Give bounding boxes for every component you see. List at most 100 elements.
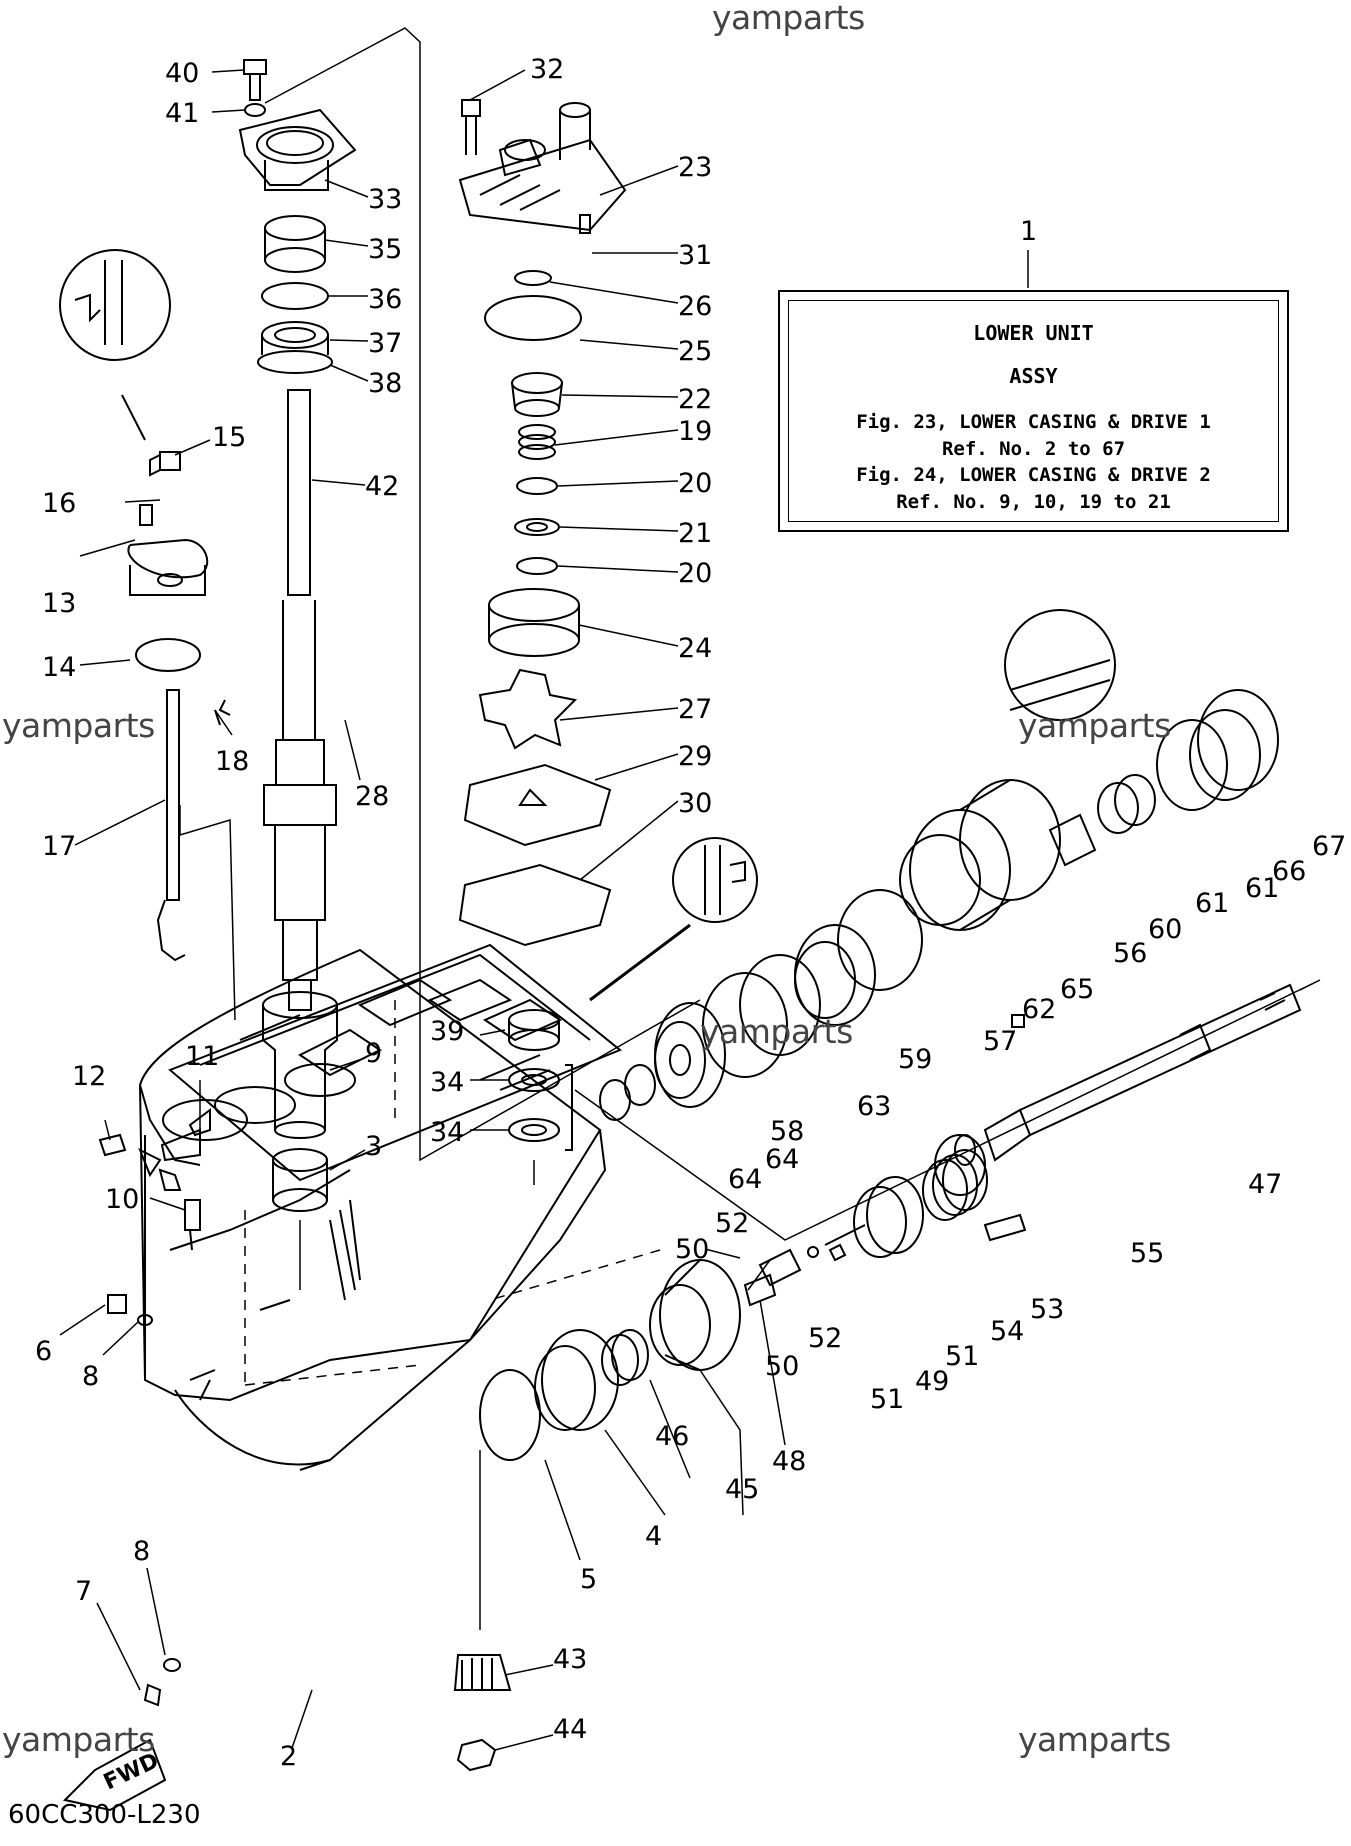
part-label: 67 <box>1312 831 1346 862</box>
part-5-shim <box>479 1369 541 1461</box>
part-label: 22 <box>678 384 712 415</box>
part-47-propeller-shaft <box>983 983 1302 1162</box>
part-label: 63 <box>857 1091 891 1122</box>
part-label: 36 <box>368 284 402 315</box>
legend-line: Ref. No. 2 to 67 <box>941 438 1126 460</box>
part-label: 31 <box>678 240 712 271</box>
part-label: 20 <box>678 558 712 589</box>
part-44-nut <box>456 1738 497 1772</box>
part-label: 6 <box>35 1336 52 1367</box>
drive-shaft-part <box>263 389 337 1011</box>
part-label: 35 <box>368 234 402 265</box>
part-62-oring <box>837 889 923 991</box>
part-label: 27 <box>678 694 712 725</box>
part-label: 47 <box>1248 1169 1282 1200</box>
part-36-washer <box>261 282 329 310</box>
part-label: 16 <box>42 488 76 519</box>
part-label: 40 <box>165 58 199 89</box>
part-9-sleeve <box>262 991 338 1139</box>
part-label: 5 <box>580 1564 597 1595</box>
part-66-lock-washer <box>1156 719 1228 811</box>
part-43-pinion <box>453 1654 512 1691</box>
part-label: 19 <box>678 416 712 447</box>
part-label: 33 <box>368 184 402 215</box>
part-label: 54 <box>990 1316 1024 1347</box>
part-label: 3 <box>365 1131 382 1162</box>
part-label: 59 <box>898 1044 932 1075</box>
part-35-bearing <box>264 215 326 273</box>
part-24-pump-cup <box>488 588 580 657</box>
part-label: 21 <box>678 518 712 549</box>
part-58-reverse-gear <box>654 1002 726 1108</box>
part-27-impeller <box>478 668 578 750</box>
part-label: 64 <box>728 1164 762 1195</box>
part-label: 41 <box>165 98 199 129</box>
part-55-spring <box>922 1149 988 1221</box>
part-label: 45 <box>725 1474 759 1505</box>
watermark: yamparts <box>2 1720 155 1759</box>
part-56-bearing-housing <box>899 779 1061 931</box>
part-label: 56 <box>1113 938 1147 969</box>
legend-inner: LOWER UNIT ASSY Fig. 23, LOWER CASING & … <box>788 300 1279 522</box>
part-label: 15 <box>212 422 246 453</box>
part-45-forward-gear <box>649 1259 741 1371</box>
legend-line: Fig. 24, LOWER CASING & DRIVE 2 <box>856 464 1211 486</box>
part-label: 65 <box>1060 974 1094 1005</box>
part-26-oring <box>514 270 552 286</box>
part-label: 26 <box>678 291 712 322</box>
legend-box: LOWER UNIT ASSY Fig. 23, LOWER CASING & … <box>778 290 1289 532</box>
part-63-shim <box>702 972 788 1078</box>
part-label: 34 <box>430 1067 464 1098</box>
legend-line: Ref. No. 9, 10, 19 to 21 <box>896 491 1171 513</box>
part-25-oring <box>484 295 582 341</box>
part-label: 28 <box>355 781 389 812</box>
part-23-pump-housing <box>458 102 627 232</box>
part-label: 61 <box>1195 888 1229 919</box>
part-22-cup <box>511 372 563 417</box>
watermark: yamparts <box>1018 1720 1171 1759</box>
part-label: 29 <box>678 741 712 772</box>
part-label: 23 <box>678 152 712 183</box>
part-3-bush <box>272 1148 328 1212</box>
legend-ref-number: 1 <box>1020 216 1037 247</box>
part-label: 61 <box>1245 873 1279 904</box>
part-label: 50 <box>765 1351 799 1382</box>
part-label: 17 <box>42 831 76 862</box>
part-41-washer <box>244 103 266 117</box>
part-37-seal <box>261 321 329 355</box>
part-label: 34 <box>430 1117 464 1148</box>
part-label: 53 <box>1030 1294 1064 1325</box>
legend-line: Fig. 23, LOWER CASING & DRIVE 1 <box>856 411 1211 433</box>
part-label: 11 <box>185 1041 219 1072</box>
lower-casing-part <box>138 943 622 1471</box>
part-label: 9 <box>365 1038 382 1069</box>
part-19-spring <box>518 424 556 460</box>
part-label: 60 <box>1148 914 1182 945</box>
part-label: 62 <box>1022 994 1056 1025</box>
part-label: 8 <box>133 1536 150 1567</box>
part-label: 57 <box>983 1026 1017 1057</box>
part-label: 51 <box>945 1341 979 1372</box>
part-label: 38 <box>368 368 402 399</box>
fwd-arrow-icon <box>63 1738 167 1812</box>
part-label: 50 <box>675 1234 709 1265</box>
watermark: yamparts <box>2 706 155 745</box>
part-label: 55 <box>1130 1238 1164 1269</box>
part-label: 43 <box>553 1644 587 1675</box>
part-label: 42 <box>365 471 399 502</box>
part-39-seal <box>508 1009 560 1051</box>
part-46-needle-bearing <box>601 1329 649 1386</box>
part-30-gasket <box>458 863 612 947</box>
part-label: 46 <box>655 1421 689 1452</box>
part-label: 14 <box>42 652 76 683</box>
part-label: 48 <box>772 1446 806 1477</box>
part-number-labels: 40 41 33 35 36 37 38 42 32 23 31 26 25 2… <box>35 54 1346 1772</box>
diagram-code: 60CC300-L230 <box>8 1800 201 1830</box>
part-label: 44 <box>553 1714 587 1745</box>
part-label: 37 <box>368 328 402 359</box>
part-label: 18 <box>215 746 249 777</box>
part-54-dog-clutch <box>853 1176 924 1258</box>
legend-line: ASSY <box>1009 364 1058 388</box>
part-label: 66 <box>1272 856 1306 887</box>
